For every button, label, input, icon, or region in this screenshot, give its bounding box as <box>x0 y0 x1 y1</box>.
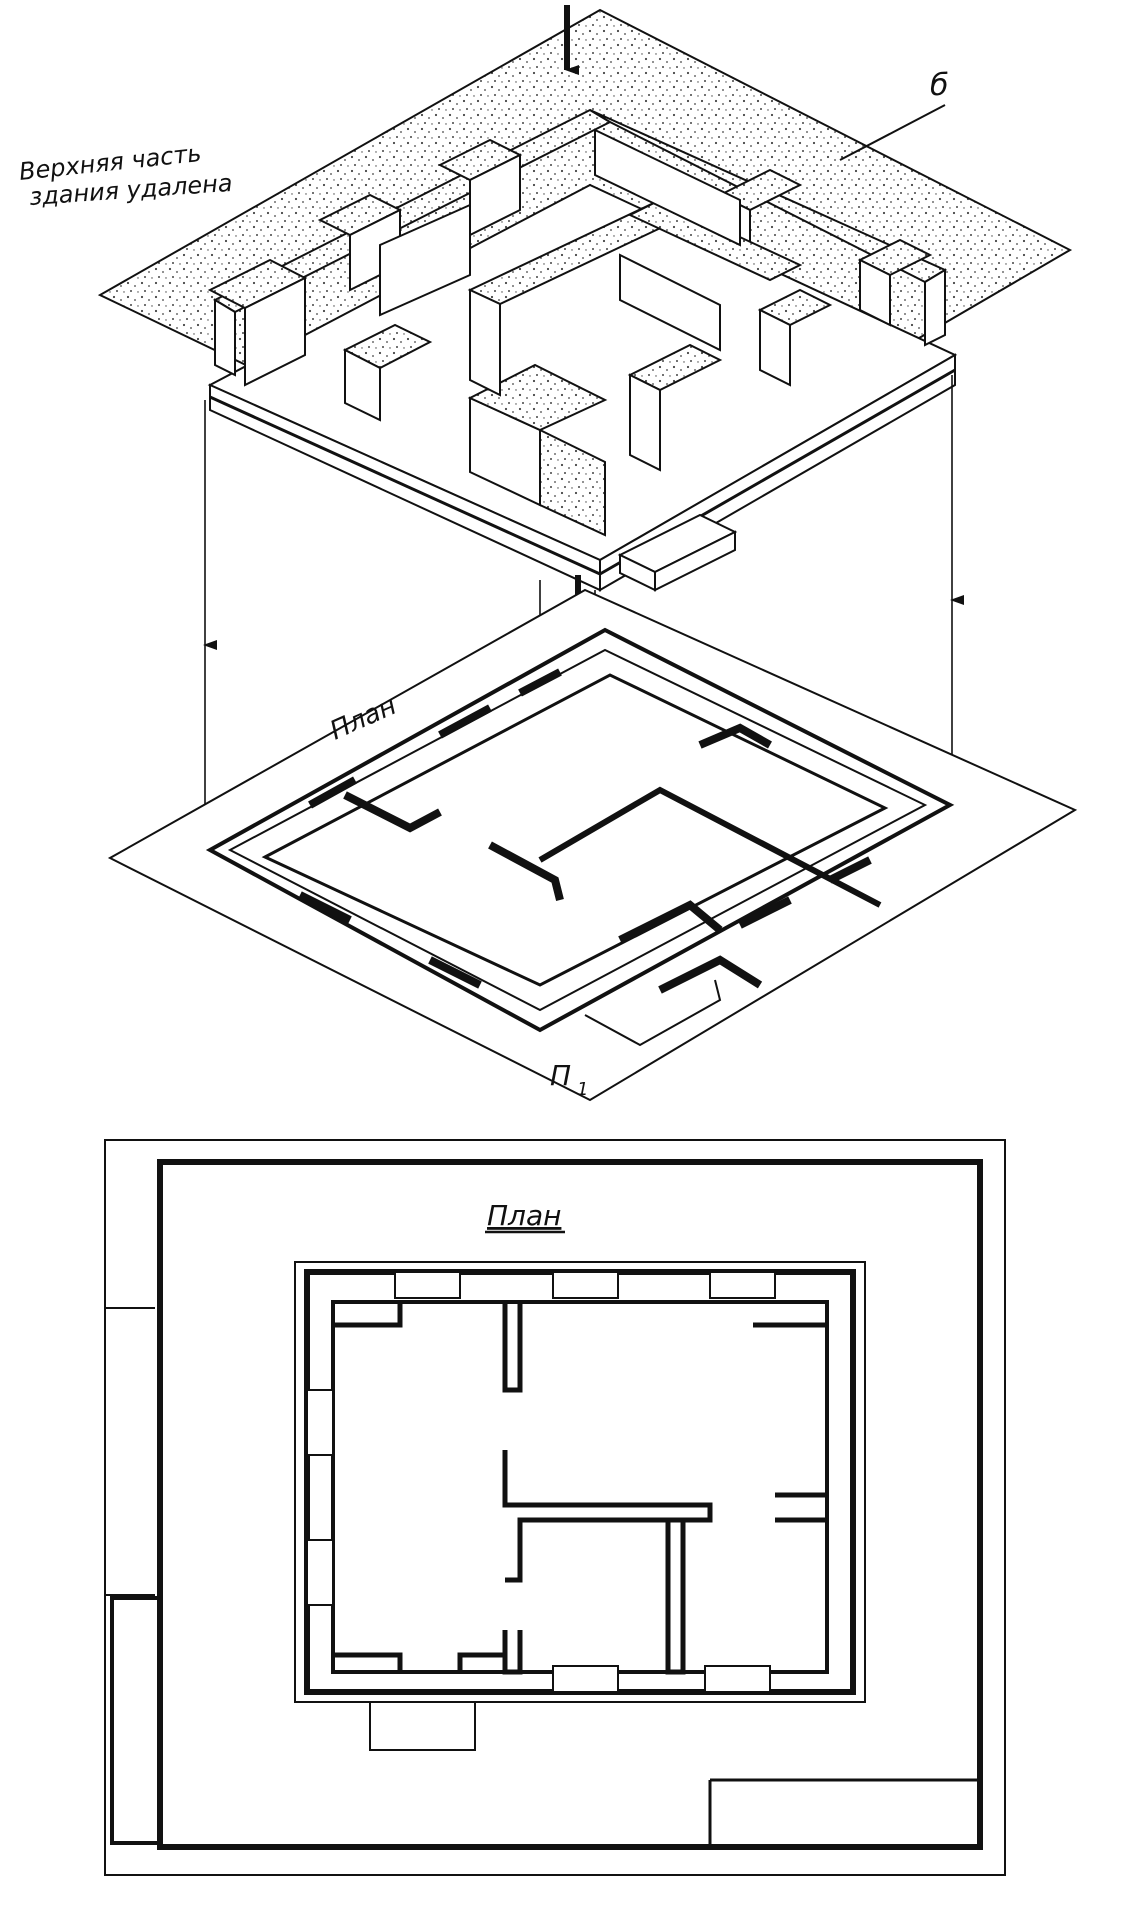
plan-drawing-title: План <box>487 1199 561 1232</box>
isometric-plan-plane <box>107 588 1078 1102</box>
horizontal-projection-plane <box>107 588 1078 1102</box>
cut-walls <box>207 108 948 537</box>
porch-step <box>617 513 738 592</box>
plan-building-outer <box>294 1261 866 1703</box>
plan-building-wall-outer <box>304 1269 856 1695</box>
plan-building-wall-inner <box>331 1300 829 1674</box>
plan-drawing <box>104 1139 1006 1876</box>
plan-sheet-frame <box>104 1139 1006 1876</box>
isometric-plan-walls <box>205 627 955 1047</box>
plane-letter: П <box>550 1059 571 1092</box>
plan-windows <box>306 1271 776 1693</box>
plan-partitions <box>333 1302 827 1675</box>
plan-inner-frame <box>157 1159 983 1850</box>
plane-leader-line <box>839 104 946 161</box>
plan-porch <box>369 1702 476 1751</box>
plane-index: 1 <box>577 1079 588 1100</box>
section-plane-letter: б <box>930 68 949 103</box>
isometric-section-view <box>97 5 1073 592</box>
